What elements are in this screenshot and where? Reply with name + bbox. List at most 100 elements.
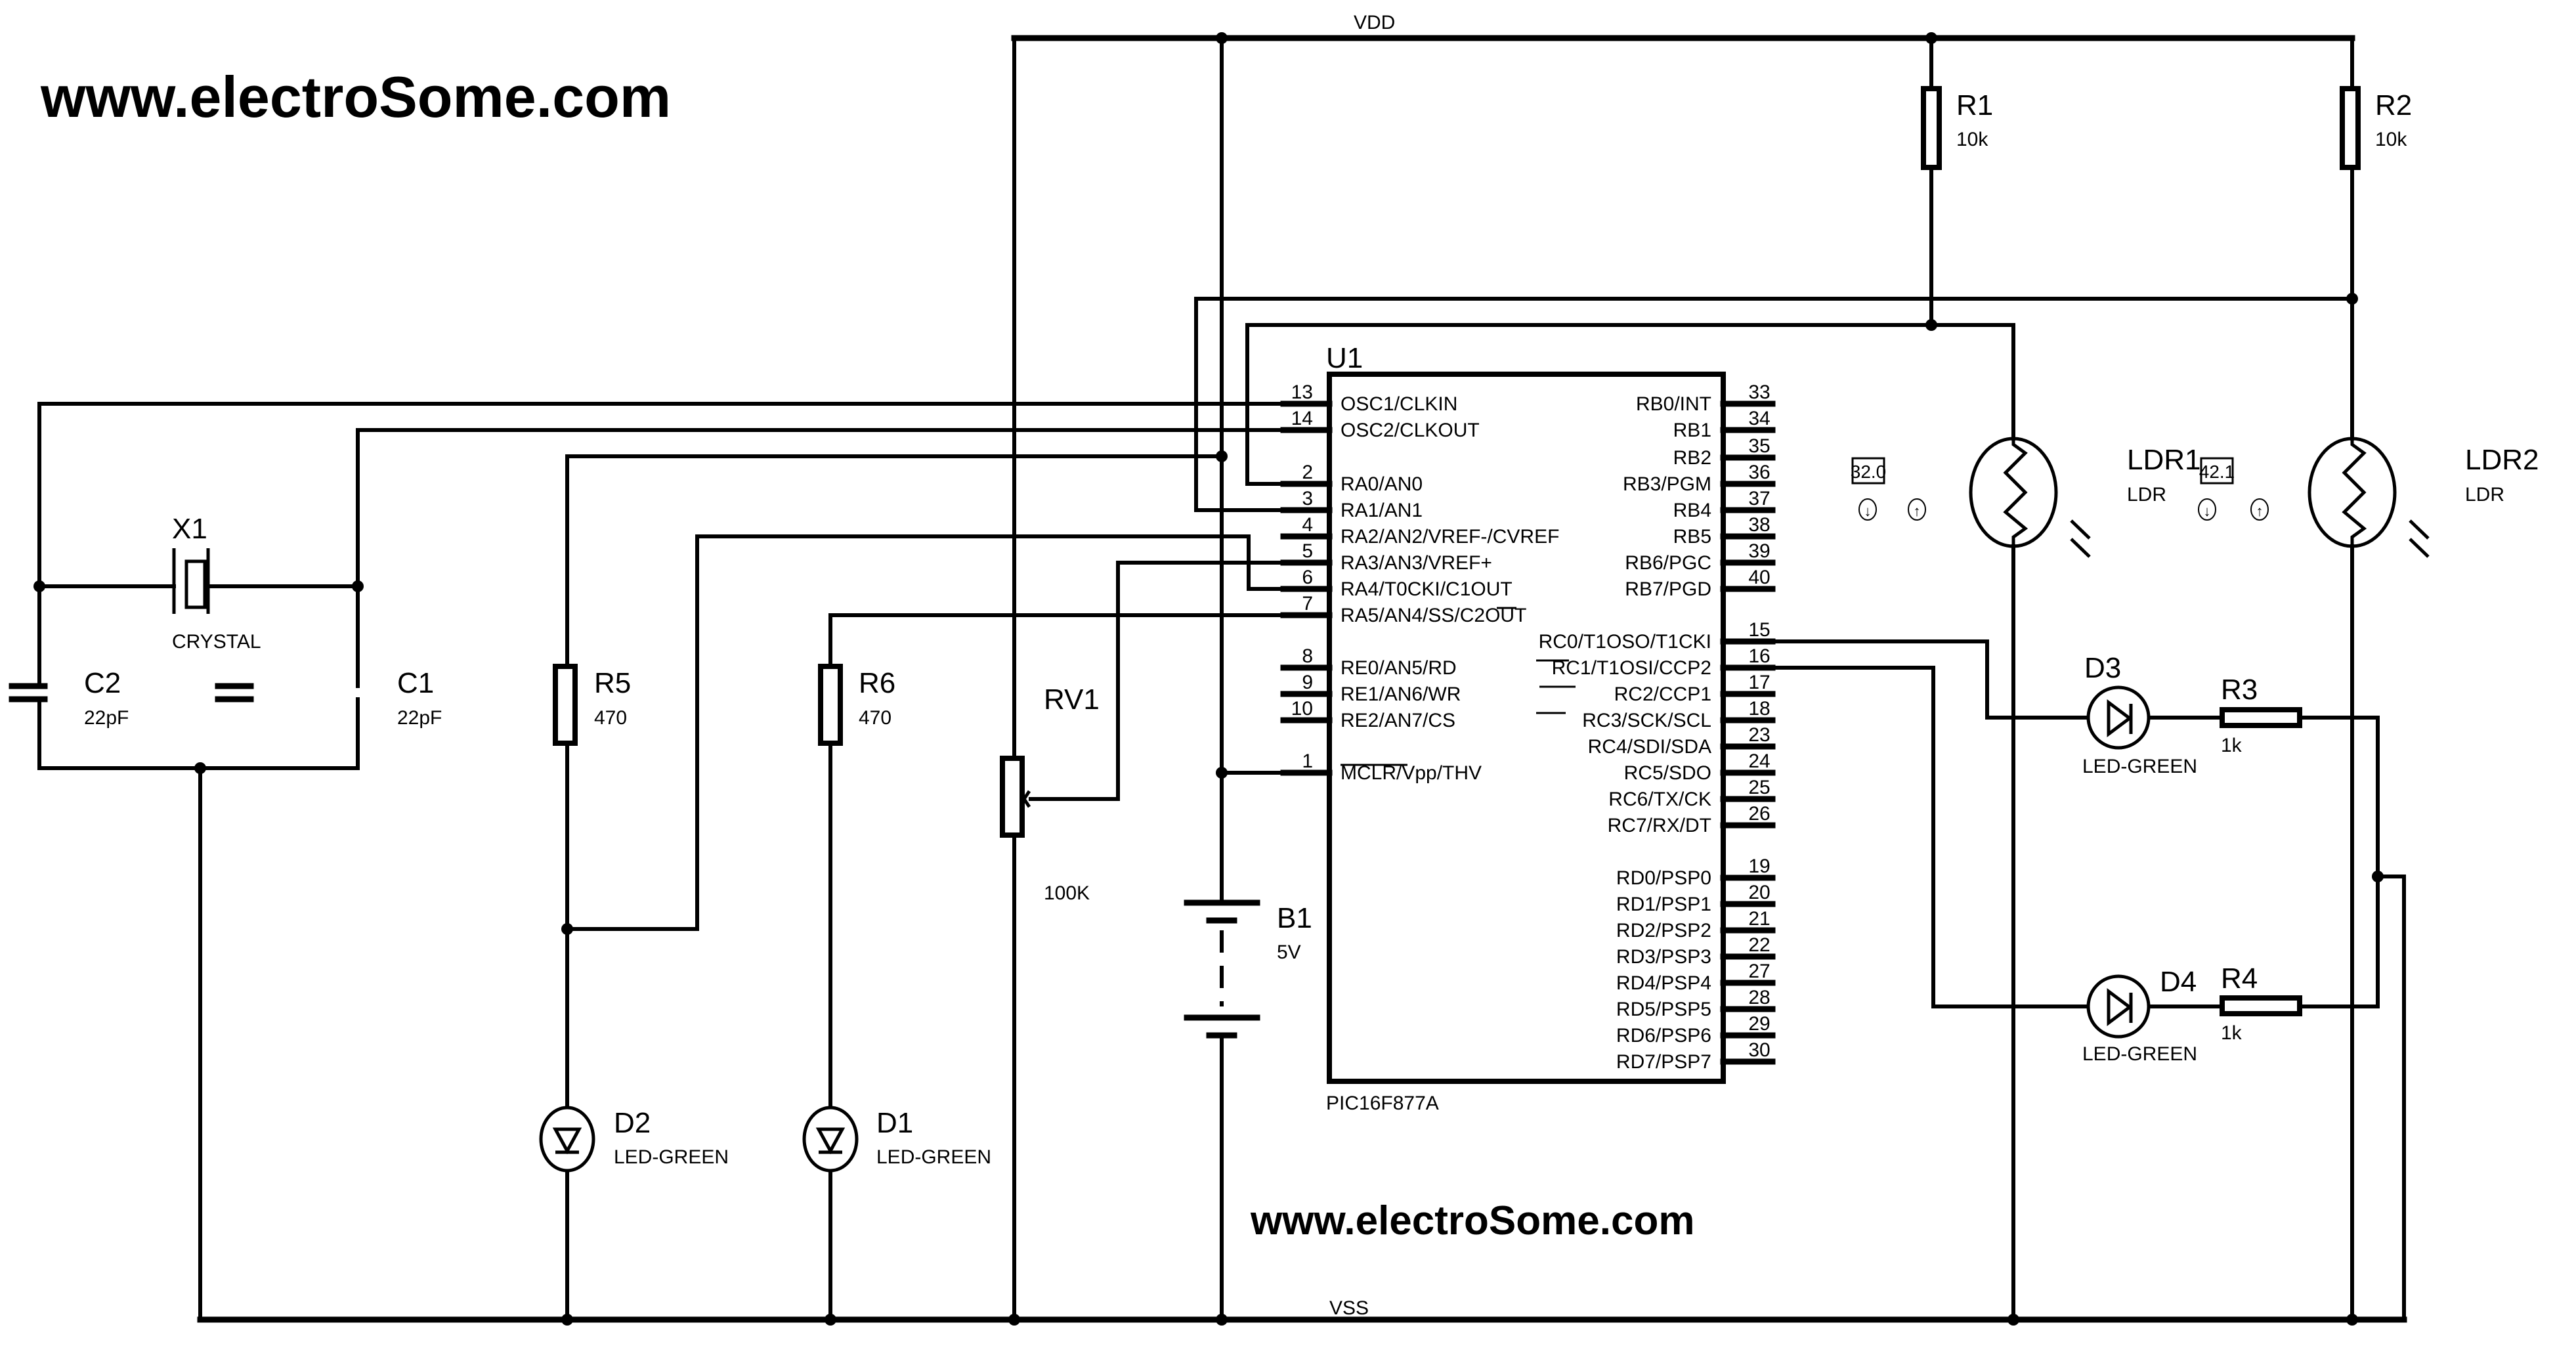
r1-body[interactable]: [1921, 86, 1942, 170]
r5-body[interactable]: [553, 664, 578, 746]
pin-number: 28: [1748, 987, 1770, 1008]
pin-name: RC6/TX/CK: [1608, 789, 1711, 810]
r2-body[interactable]: [2340, 86, 2361, 170]
ldr2-increase-button[interactable]: ↑: [2250, 498, 2269, 521]
pin-number: 2: [1302, 462, 1313, 483]
r5-value: 470: [594, 707, 627, 729]
ldr2-ref: LDR2: [2465, 444, 2539, 476]
c2-ref: C2: [84, 667, 121, 699]
d3-diode-icon: [2107, 699, 2133, 737]
r6-body[interactable]: [818, 664, 843, 746]
capacitor-c1[interactable]: C1 22pF: [215, 667, 442, 729]
r4-body[interactable]: [2220, 995, 2302, 1016]
mcu-body[interactable]: [1327, 372, 1726, 1084]
pin-number: 15: [1748, 619, 1770, 641]
led-d4[interactable]: D4 LED-GREEN: [2082, 966, 2197, 1065]
r3-body[interactable]: [2220, 707, 2302, 728]
pin-number: 17: [1748, 672, 1770, 693]
x1-body[interactable]: [184, 559, 207, 609]
crystal-x1[interactable]: X1 CRYSTAL: [172, 513, 261, 653]
pin-number: 4: [1302, 514, 1313, 536]
mcu-u1[interactable]: U1 PIC16F877A 13OSC1/CLKIN14OSC2/CLKOUT2…: [1280, 342, 1776, 1114]
resistor-r1[interactable]: R1 10k: [1921, 86, 1993, 170]
x1-value: CRYSTAL: [172, 631, 261, 653]
resistor-r4[interactable]: R4 1k: [2220, 962, 2302, 1044]
ldr1-light-level-display: [1851, 457, 1885, 485]
pin-name: RC7/RX/DT: [1608, 815, 1711, 836]
rv1-body[interactable]: [1000, 756, 1025, 838]
d4-body[interactable]: [2086, 974, 2151, 1039]
resistor-r5[interactable]: R5 470: [553, 664, 631, 746]
potentiometer-rv1[interactable]: RV1 100K: [1000, 683, 1100, 904]
ldr2-value: LDR: [2465, 484, 2504, 506]
junction-dot: [2007, 1314, 2019, 1326]
ldr1-decrease-button[interactable]: ↓: [1858, 498, 1877, 521]
capacitor-c2[interactable]: C2 22pF: [9, 667, 129, 729]
ldr2-body[interactable]: [2308, 437, 2397, 548]
junction-dot: [1216, 1314, 1228, 1326]
resistor-r2[interactable]: R2 10k: [2340, 86, 2412, 170]
led-d1[interactable]: D1 LED-GREEN: [802, 1106, 991, 1173]
d1-body[interactable]: [802, 1106, 859, 1173]
ldr1-body[interactable]: [1969, 437, 2058, 548]
junction-dot: [1925, 32, 1937, 44]
pin-name: RB4: [1673, 500, 1711, 521]
pin-number: 14: [1291, 408, 1313, 429]
led-d3[interactable]: D3 LED-GREEN: [2082, 652, 2197, 777]
junction-dot: [352, 580, 364, 592]
pin-number: 5: [1302, 540, 1313, 562]
resistor-r3[interactable]: R3 1k: [2220, 674, 2302, 756]
d3-body[interactable]: [2086, 685, 2151, 750]
r2-ref: R2: [2375, 89, 2412, 121]
battery-b1[interactable]: B1 5V: [1184, 899, 1312, 1039]
pin-number: 29: [1748, 1013, 1770, 1035]
ldr1-increase-button[interactable]: ↑: [1908, 498, 1926, 521]
ldr2-decrease-button[interactable]: ↓: [2198, 498, 2216, 521]
d4-ref: D4: [2160, 966, 2197, 998]
ldr2-resistor-zigzag-icon: [2342, 439, 2367, 546]
resistor-r6[interactable]: R6 470: [818, 664, 895, 746]
led-d2[interactable]: D2 LED-GREEN: [539, 1106, 729, 1173]
d2-body[interactable]: [539, 1106, 595, 1173]
pin-number: 6: [1302, 567, 1313, 588]
ldr1-ref: LDR1: [2127, 444, 2201, 476]
ldr-ldr2[interactable]: LDR2 LDR 42.1 ↓ ↑: [2198, 437, 2539, 558]
ldr-ldr1[interactable]: LDR1 LDR 32.0 ↓ ↑: [1851, 437, 2201, 558]
r4-value: 1k: [2221, 1022, 2243, 1044]
